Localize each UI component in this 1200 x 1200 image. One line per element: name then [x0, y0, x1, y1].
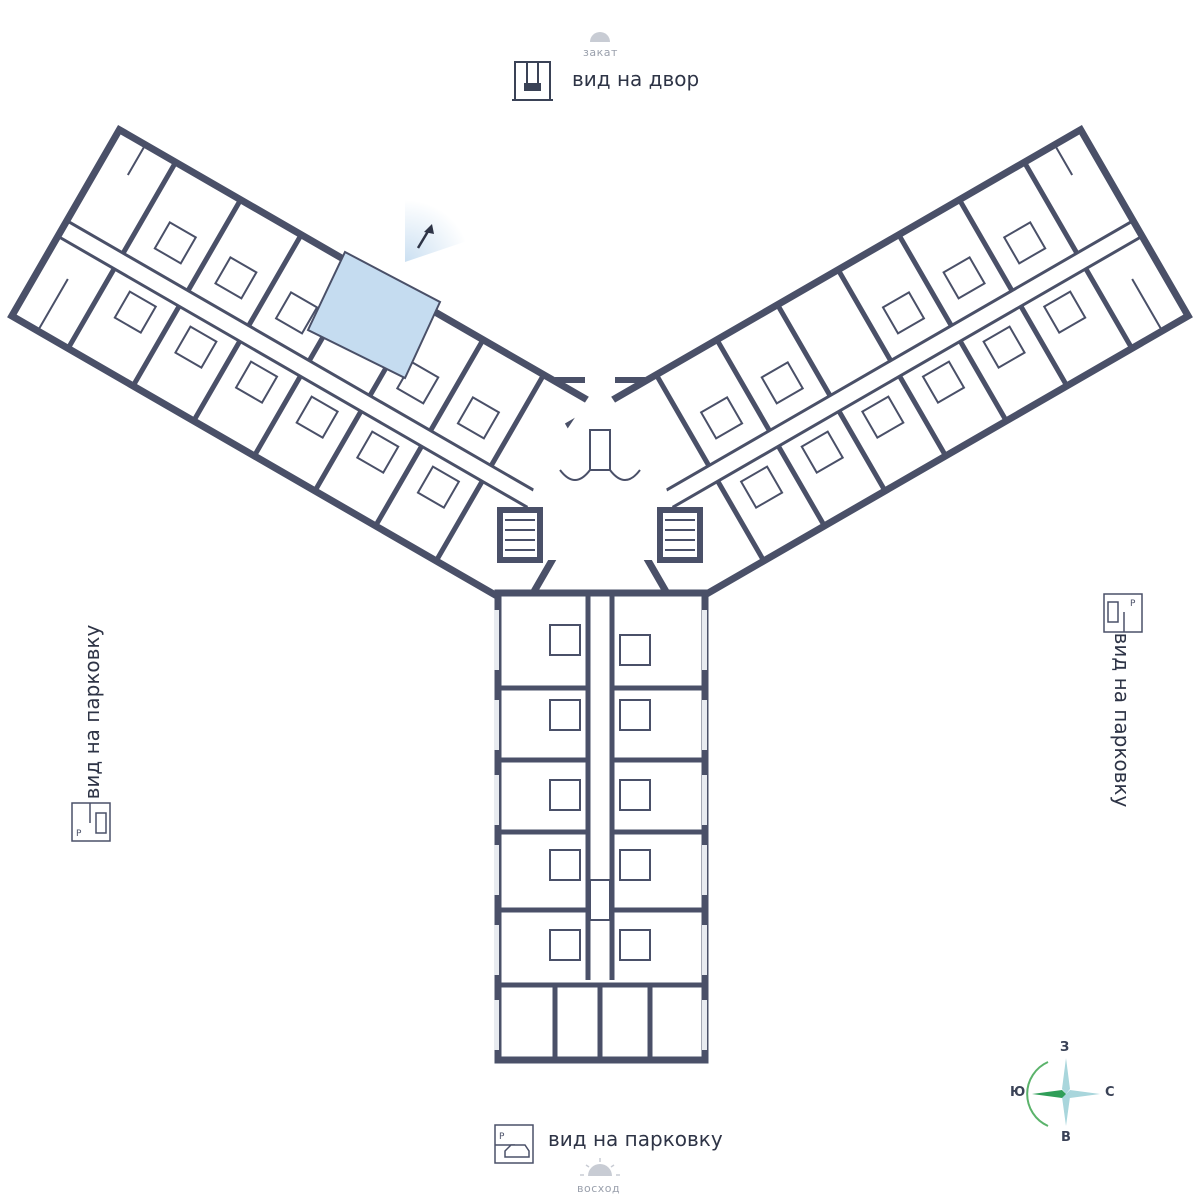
left-view-label: вид на парковку	[80, 624, 104, 800]
svg-text:P: P	[499, 1132, 505, 1142]
compass-south: В	[1061, 1130, 1071, 1145]
sunset-icon	[590, 32, 610, 42]
svg-text:P: P	[1130, 599, 1136, 609]
bottom-wing	[494, 589, 709, 1064]
compass-north: З	[1060, 1040, 1070, 1055]
compass-east: С	[1105, 1085, 1115, 1100]
highlighted-unit[interactable]	[306, 250, 442, 380]
sunrise-icon	[580, 1158, 620, 1176]
sunset-label: закат	[583, 46, 618, 59]
right-view-label: вид на парковку	[1110, 632, 1134, 808]
compass-west: Ю	[1010, 1085, 1026, 1100]
center-hub	[497, 377, 703, 563]
top-view-label: вид на двор	[572, 67, 700, 91]
left-wing	[7, 124, 636, 616]
compass-rose-icon	[1026, 1058, 1100, 1127]
playground-swing-icon	[512, 61, 553, 101]
parking-icon: P	[1103, 593, 1143, 633]
parking-icon: P	[494, 1124, 534, 1164]
parking-icon: P	[71, 802, 111, 842]
sunrise-label: восход	[577, 1182, 621, 1195]
bottom-view-label: вид на парковку	[548, 1127, 723, 1151]
right-wing	[564, 124, 1193, 616]
view-direction-arrow-icon	[405, 200, 470, 262]
svg-text:P: P	[76, 829, 82, 839]
